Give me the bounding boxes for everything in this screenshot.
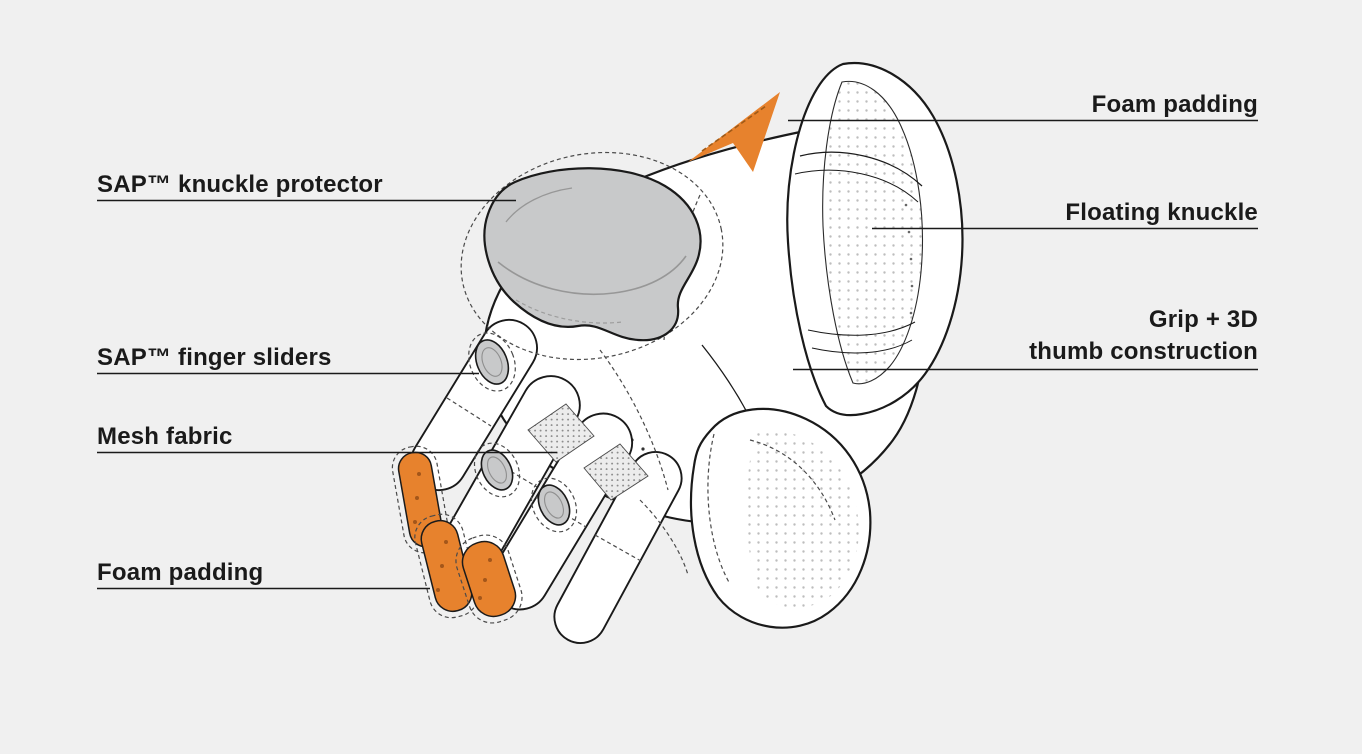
thumb-perforation — [746, 430, 859, 608]
sap-finger-sliders — [468, 332, 578, 533]
glove-cuff — [786, 61, 964, 417]
label-sap-finger-sliders: SAP™ finger sliders — [97, 344, 332, 371]
label-sap-knuckle-protector: SAP™ knuckle protector — [97, 171, 383, 198]
label-floating-knuckle: Floating knuckle — [1065, 199, 1258, 226]
foam-padding-pads — [391, 445, 523, 624]
leader-lines — [97, 119, 1258, 590]
label-mesh-fabric: Mesh fabric — [97, 423, 233, 450]
label-foam-padding-right: Foam padding — [1091, 91, 1258, 118]
label-foam-padding-left: Foam padding — [97, 559, 264, 586]
mesh-fabric-patches — [527, 403, 649, 501]
label-grip-thumb-construction: Grip + 3D thumb construction — [1029, 306, 1258, 366]
speed-arrow-icon — [688, 92, 780, 172]
glove-thumb — [689, 407, 872, 629]
cuff-perforated-panel — [822, 80, 923, 385]
sap-knuckle-protector — [460, 151, 724, 361]
